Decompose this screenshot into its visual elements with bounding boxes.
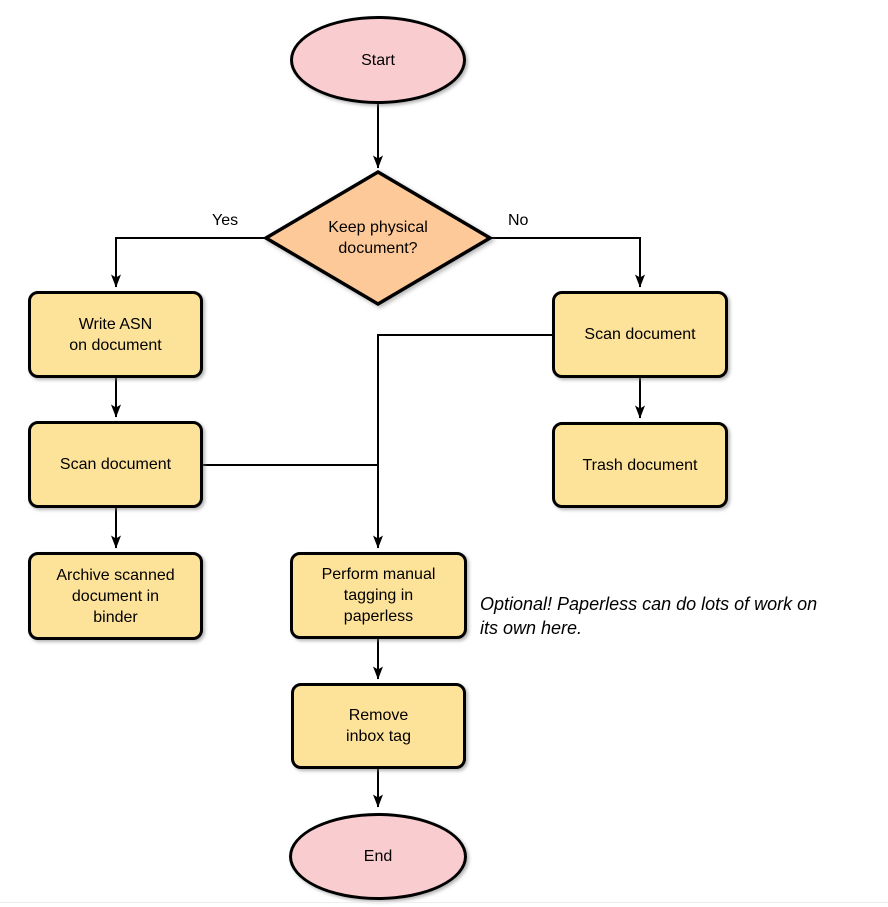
- node-scan-document-left: Scan document: [28, 421, 203, 508]
- node-write-asn: Write ASN on document: [28, 291, 203, 378]
- edge-decision-no: [490, 237, 645, 288]
- node-remove-inbox-tag: Remove inbox tag: [291, 683, 466, 769]
- edge-label-no: No: [506, 212, 531, 230]
- node-start: Start: [290, 16, 466, 104]
- decision-diamond: [262, 169, 494, 307]
- node-scan-document-right: Scan document: [552, 291, 728, 378]
- bottom-window-edge: [0, 902, 888, 903]
- edge-decision-yes: [111, 237, 266, 288]
- node-end: End: [289, 813, 467, 900]
- node-manual-tagging: Perform manual tagging in paperless: [290, 552, 467, 639]
- edge-label-yes: Yes: [210, 212, 241, 230]
- node-decision-label: Keep physical document?: [328, 219, 428, 257]
- edge-scanright-tagging: [373, 334, 552, 549]
- annotation-optional-note: Optional! Paperless can do lots of work …: [480, 594, 818, 638]
- node-trash-document: Trash document: [552, 422, 728, 508]
- node-archive-binder: Archive scanned document in binder: [28, 552, 203, 640]
